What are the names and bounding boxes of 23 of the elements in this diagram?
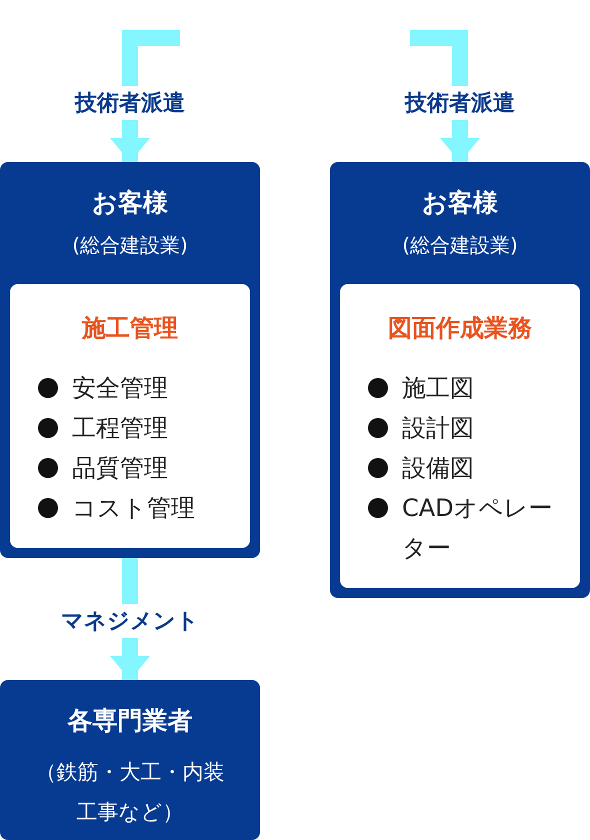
list-item: 設備図 bbox=[402, 453, 475, 484]
task-card bbox=[340, 284, 580, 588]
arrow bbox=[110, 30, 180, 162]
box-heading: 各専門業者 bbox=[66, 705, 194, 737]
box-subheading: （鉄筋・大工・内装工事など） bbox=[34, 759, 226, 826]
box-heading: お客様 bbox=[91, 187, 169, 219]
task-card bbox=[10, 284, 250, 548]
box-subheading: (総合建設業) bbox=[401, 232, 519, 259]
list-item: 施工図 bbox=[402, 373, 475, 404]
arrow bbox=[410, 30, 480, 162]
list-item: 安全管理 bbox=[72, 373, 169, 404]
card-title: 施工管理 bbox=[80, 313, 179, 344]
list-item: 品質管理 bbox=[72, 453, 169, 484]
client-box bbox=[330, 162, 590, 598]
box-subheading: (総合建設業) bbox=[71, 232, 189, 259]
box-heading: お客様 bbox=[421, 187, 499, 219]
client-box bbox=[0, 162, 260, 558]
list-item: CADオペレーター bbox=[402, 493, 554, 564]
list-item: 工程管理 bbox=[72, 413, 169, 444]
list-item: 設計図 bbox=[402, 413, 475, 444]
contractor-box bbox=[0, 680, 260, 840]
list-item: コスト管理 bbox=[72, 493, 196, 524]
card-title: 図面作成業務 bbox=[387, 313, 533, 344]
